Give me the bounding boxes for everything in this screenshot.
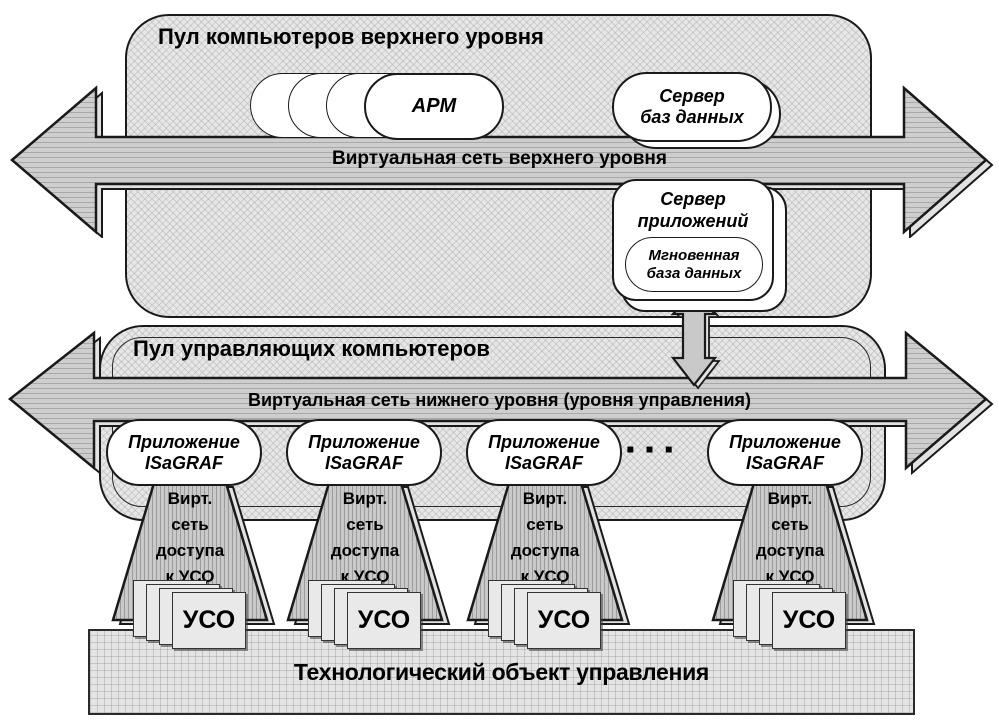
workstation-label: АРМ [411, 95, 457, 117]
isagraf-label-line2: ISaGRAF [504, 452, 583, 473]
uso-card-front: УСО [527, 592, 601, 649]
app-server-link-arrow [670, 289, 722, 390]
access-network-text-2: Вирт. сеть доступа к УСО [305, 486, 425, 590]
isagraf-label-line2: ISaGRAF [324, 452, 403, 473]
net-line: доступа [155, 541, 225, 560]
net-line: доступа [330, 541, 400, 560]
upper-pool-title: Пул компьютеров верхнего уровня [158, 24, 544, 49]
app-server-node: Сервер приложений Мгновенная база данных [612, 179, 774, 301]
net-line: доступа [510, 541, 580, 560]
net-line: сеть [526, 515, 564, 534]
app-server-label-line1: Сервер [660, 189, 726, 209]
instant-db-label-line1: Мгновенная [648, 246, 740, 264]
lower-pool-title: Пул управляющих компьютеров [133, 336, 490, 361]
lower-network-arrow [8, 330, 994, 476]
net-line: Вирт. [167, 489, 213, 508]
link-arrow-body [670, 289, 718, 387]
net-line: Вирт. [342, 489, 388, 508]
lower-network-label: Виртуальная сеть нижнего уровня (уровня … [247, 390, 752, 410]
lower-network-arrow-body [8, 330, 988, 471]
uso-label: УСО [357, 606, 411, 634]
access-network-text-1: Вирт. сеть доступа к УСО [130, 486, 250, 590]
db-server-label-line1: Сервер [659, 86, 725, 106]
db-server-label-line2: баз данных [640, 107, 744, 127]
ellipsis-dots: ▪ ▪ ▪ [626, 436, 675, 463]
isagraf-label-line2: ISaGRAF [745, 452, 824, 473]
isagraf-label-line1: Приложение [488, 431, 600, 452]
isagraf-label-line1: Приложение [308, 431, 420, 452]
net-line: сеть [346, 515, 384, 534]
isagraf-label-line1: Приложение [128, 431, 240, 452]
instant-db-node: Мгновенная база данных [625, 237, 763, 292]
tech-object-title: Технологический объект управления [293, 658, 710, 685]
isagraf-app-node-2: Приложение ISaGRAF [286, 419, 442, 486]
isagraf-app-node-4: Приложение ISaGRAF [707, 419, 863, 486]
upper-network-arrow-body [10, 85, 988, 235]
instant-db-label-line2: база данных [646, 264, 742, 282]
uso-card-front: УСО [172, 592, 246, 649]
uso-label: УСО [537, 606, 591, 634]
uso-label: УСО [182, 606, 236, 634]
access-network-text-3: Вирт. сеть доступа к УСО [485, 486, 605, 590]
uso-label: УСО [782, 606, 836, 634]
access-network-text-4: Вирт. сеть доступа к УСО [730, 486, 850, 590]
isagraf-app-node-1: Приложение ISaGRAF [106, 419, 262, 486]
net-line: доступа [755, 541, 825, 560]
net-line: Вирт. [522, 489, 568, 508]
app-server-label-line2: приложений [637, 211, 749, 231]
db-server-node: Сервер баз данных [612, 72, 772, 142]
isagraf-label-line2: ISaGRAF [144, 452, 223, 473]
upper-network-label: Виртуальная сеть верхнего уровня [331, 148, 667, 169]
tech-object-box: Технологический объект управления [88, 629, 915, 715]
net-line: Вирт. [767, 489, 813, 508]
upper-network-arrow [10, 85, 994, 238]
isagraf-app-node-3: Приложение ISaGRAF [466, 419, 622, 486]
workstation-node: АРМ [364, 73, 504, 140]
uso-card-front: УСО [347, 592, 421, 649]
isagraf-label-line1: Приложение [729, 431, 841, 452]
net-line: сеть [771, 515, 809, 534]
uso-card-front: УСО [772, 592, 846, 649]
net-line: сеть [171, 515, 209, 534]
